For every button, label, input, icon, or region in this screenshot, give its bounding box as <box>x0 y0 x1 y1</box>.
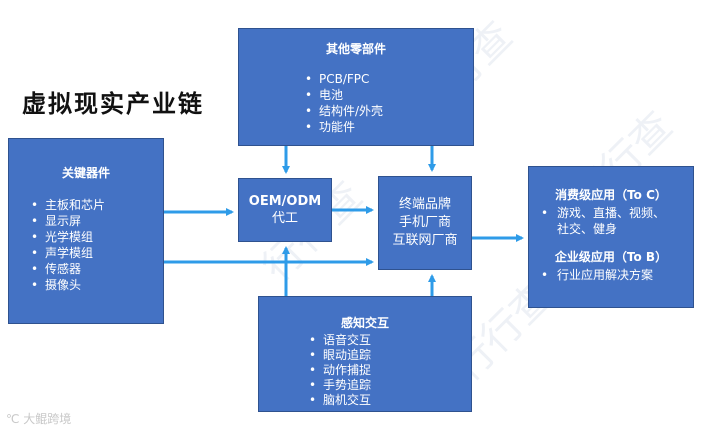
consumer-items: 游戏、直播、视频、 社交、健身 <box>541 205 693 237</box>
terminal-line: 手机厂商 <box>398 215 451 230</box>
list-item: 语音交互 <box>309 333 471 348</box>
logo-icon: ℃ <box>6 412 24 426</box>
key-components-list: 主板和芯片 显示屏 光学模组 声学模组 传感器 摄像头 <box>31 197 163 293</box>
list-item: 传感器 <box>31 261 163 277</box>
enterprise-line: 行业应用解决方案 <box>541 268 653 282</box>
consumer-heading: 消费级应用（To C） <box>555 188 667 202</box>
oem-title: OEM/ODM <box>248 194 322 209</box>
list-item: 功能件 <box>305 119 473 135</box>
list-item: 手势追踪 <box>309 378 471 393</box>
footer-logo: ℃ 大鲲跨境 <box>6 410 71 427</box>
key-components-box: 关键器件 主板和芯片 显示屏 光学模组 声学模组 传感器 摄像头 <box>8 138 164 324</box>
sensing-interaction-box: 感知交互 语音交互 眼动追踪 动作捕捉 手势追踪 脑机交互 <box>258 296 472 412</box>
enterprise-heading: 企业级应用（To B） <box>554 250 668 264</box>
oem-subtitle: 代工 <box>271 211 298 226</box>
diagram-title: 虚拟现实产业链 <box>22 89 204 118</box>
oem-odm-box: OEM/ODM 代工 <box>238 178 332 242</box>
applications-box: 消费级应用（To C） 游戏、直播、视频、 社交、健身 企业级应用（To B） … <box>528 166 694 308</box>
list-item: 主板和芯片 <box>31 197 163 213</box>
terminal-brands-box: 终端品牌 手机厂商 互联网厂商 <box>378 176 472 270</box>
enterprise-items: 行业应用解决方案 <box>541 267 693 283</box>
consumer-line: 社交、健身 <box>557 222 618 236</box>
list-item: 光学模组 <box>31 229 163 245</box>
other-parts-list: PCB/FPC 电池 结构件/外壳 功能件 <box>305 71 473 135</box>
list-item: 眼动追踪 <box>309 348 471 363</box>
terminal-line: 互联网厂商 <box>392 233 458 248</box>
list-item: 电池 <box>305 87 473 103</box>
other-parts-box: 其他零部件 PCB/FPC 电池 结构件/外壳 功能件 <box>238 28 474 146</box>
terminal-line: 终端品牌 <box>398 197 451 212</box>
consumer-line: 游戏、直播、视频、 <box>541 206 665 220</box>
list-item: 动作捕捉 <box>309 363 471 378</box>
list-item: 声学模组 <box>31 245 163 261</box>
sensing-list: 语音交互 眼动追踪 动作捕捉 手势追踪 脑机交互 <box>309 333 471 408</box>
key-components-heading: 关键器件 <box>61 166 110 180</box>
logo-text: 大鲲跨境 <box>23 412 72 426</box>
list-item: PCB/FPC <box>305 71 473 87</box>
sensing-heading: 感知交互 <box>340 316 389 330</box>
list-item: 摄像头 <box>31 277 163 293</box>
list-item: 显示屏 <box>31 213 163 229</box>
list-item: 脑机交互 <box>309 393 471 408</box>
other-parts-heading: 其他零部件 <box>325 42 386 56</box>
list-item: 结构件/外壳 <box>305 103 473 119</box>
